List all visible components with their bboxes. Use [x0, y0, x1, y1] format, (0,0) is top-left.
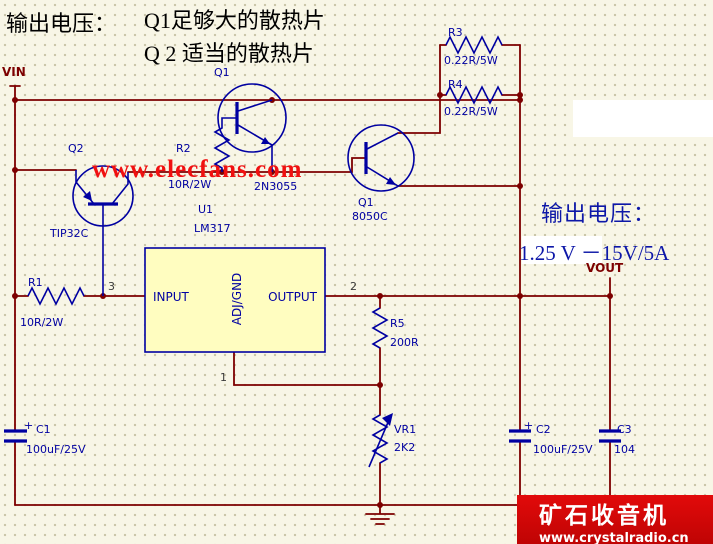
u1-pin-number-input: 3 [108, 280, 115, 293]
output-voltage-value: 1.25 V －15V/5A [519, 241, 670, 265]
r3-value: 0.22R/5W [444, 54, 498, 67]
u1-part: LM317 [194, 222, 231, 235]
vr1-value: 2K2 [394, 441, 415, 454]
c2-value: 100uF/25V [533, 443, 593, 456]
r5-ref: R5 [390, 317, 405, 330]
ground-symbol [365, 504, 395, 525]
q1-top-ref: Q1 [214, 66, 230, 79]
transistor-q1-8050c-symbol [347, 124, 415, 192]
u1-pin-adj-label: ADJ/GND [230, 273, 244, 326]
crystalradio-banner: 矿石收音机 www.crystalradio.cn [517, 495, 713, 544]
c1-value: 100uF/25V [26, 443, 86, 456]
banner-title: 矿石收音机 [539, 503, 669, 528]
resistor-r4-symbol [445, 85, 503, 105]
wires [9, 44, 611, 506]
vr1-ref: VR1 [394, 423, 416, 436]
c1-ref: C1 [36, 423, 51, 436]
q1-right-ref: Q1 [358, 196, 374, 209]
transistor-q2-tip32c-symbol [72, 165, 134, 296]
r2-value: 10R/2W [168, 178, 211, 191]
r4-ref: R4 [448, 78, 463, 91]
r4-value: 0.22R/5W [444, 105, 498, 118]
u1-pin-input-label: INPUT [153, 290, 190, 304]
net-label-vout: VOUT [586, 261, 624, 275]
output-voltage-label: 输出电压： [541, 201, 657, 226]
white-patch-value [522, 236, 602, 264]
c2-ref: C2 [536, 423, 551, 436]
r5-value: 200R [390, 336, 419, 349]
watermark-elecfans: www.elecfans.com [92, 156, 303, 183]
component-labels: VIN VOUT Q1 2N3055 Q2 TIP32C Q1 8050C R3… [2, 26, 635, 456]
c3-value: 104 [614, 443, 635, 456]
banner-url: www.crystalradio.cn [539, 531, 689, 544]
resistor-r3-symbol [445, 35, 503, 55]
q1-top-part: 2N3055 [254, 180, 297, 193]
c1-polarity: + [24, 419, 33, 432]
note-q1-heatsink: Q1足够大的散热片 [144, 8, 325, 33]
r1-value: 10R/2W [20, 316, 63, 329]
capacitor-c1-symbol [4, 429, 27, 443]
resistor-r5-symbol [371, 307, 389, 349]
r2-ref: R2 [176, 142, 191, 155]
u1-pin-output-label: OUTPUT [268, 290, 318, 304]
q2-ref: Q2 [68, 142, 84, 155]
c3-ref: C3 [617, 423, 632, 436]
heading-output-voltage: 输出电压： [6, 11, 117, 36]
c2-polarity: + [524, 419, 533, 432]
resistor-r2-symbol [213, 117, 237, 172]
capacitor-c3-symbol [599, 429, 621, 443]
regulator-u1-body: INPUT OUTPUT ADJ/GND [144, 247, 326, 353]
u1-ref: U1 [198, 203, 213, 216]
q1-right-part: 8050C [352, 210, 388, 223]
white-patch-top-right [573, 100, 713, 137]
u1-pin-number-adj: 1 [220, 371, 227, 384]
r3-ref: R3 [448, 26, 463, 39]
resistor-r1-symbol [27, 286, 85, 306]
q2-part: TIP32C [49, 227, 89, 240]
u1-pin-number-output: 2 [350, 280, 357, 293]
note-q2-heatsink: Q 2 适当的散热片 [144, 41, 314, 66]
capacitor-c2-symbol [509, 429, 531, 443]
net-label-vin: VIN [2, 65, 26, 79]
potentiometer-vr1-symbol [368, 413, 393, 468]
r1-ref: R1 [28, 276, 43, 289]
